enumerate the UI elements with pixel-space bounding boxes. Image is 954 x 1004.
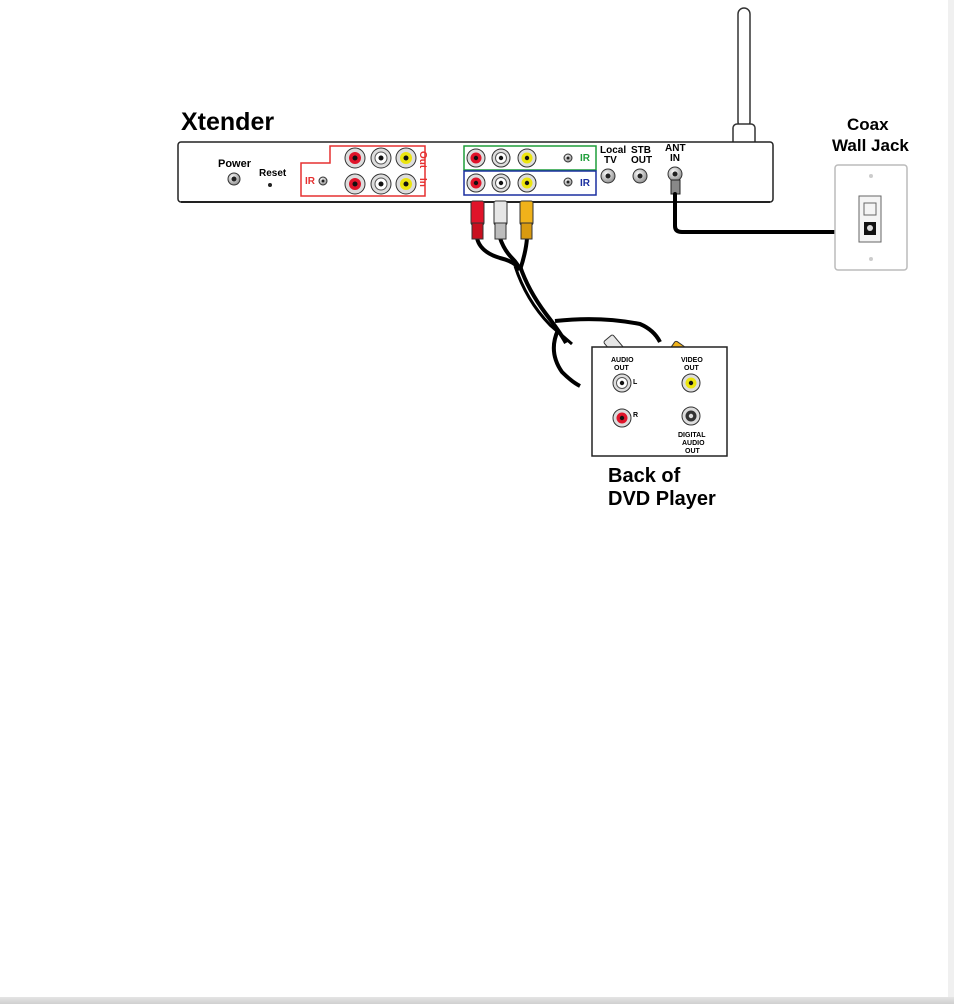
digital-label-3: OUT <box>685 448 701 455</box>
right-edge-strip <box>948 0 954 1004</box>
digital-label-2: AUDIO <box>682 440 705 447</box>
out-jack-row <box>345 148 416 168</box>
video-out-label-1: VIDEO <box>681 357 703 364</box>
ir-green-label: IR <box>580 153 591 164</box>
bottom-edge-strip <box>0 997 954 1004</box>
video-out-label-2: OUT <box>684 365 700 372</box>
reset-label: Reset <box>259 168 287 179</box>
antenna-icon <box>733 8 755 164</box>
in-jack-row <box>345 174 416 194</box>
out-label: Out <box>417 151 428 169</box>
audio-out-label-1: AUDIO <box>611 357 634 364</box>
coax-label-2: Wall Jack <box>832 136 909 155</box>
r-label: R <box>633 412 638 419</box>
wall-jack-plate <box>835 165 907 270</box>
digital-label-1: DIGITAL <box>678 432 706 439</box>
ir-left-label: IR <box>305 176 316 187</box>
dvd-caption-2: DVD Player <box>608 488 716 510</box>
dvd-caption-1: Back of <box>608 465 681 487</box>
audio-out-label-2: OUT <box>614 365 630 372</box>
in-label: In <box>417 178 428 187</box>
stb-out-label-2: OUT <box>631 155 652 166</box>
ir-blue-label: IR <box>580 178 591 189</box>
ant-in-label-2: IN <box>670 153 680 164</box>
l-label: L <box>633 379 638 386</box>
coax-label-1: Coax <box>847 115 889 134</box>
rca-plugs-top <box>471 201 533 239</box>
power-label: Power <box>218 158 252 170</box>
local-tv-label-2: TV <box>604 155 617 166</box>
xtender-label: Xtender <box>181 108 274 136</box>
reset-button[interactable] <box>268 183 272 187</box>
